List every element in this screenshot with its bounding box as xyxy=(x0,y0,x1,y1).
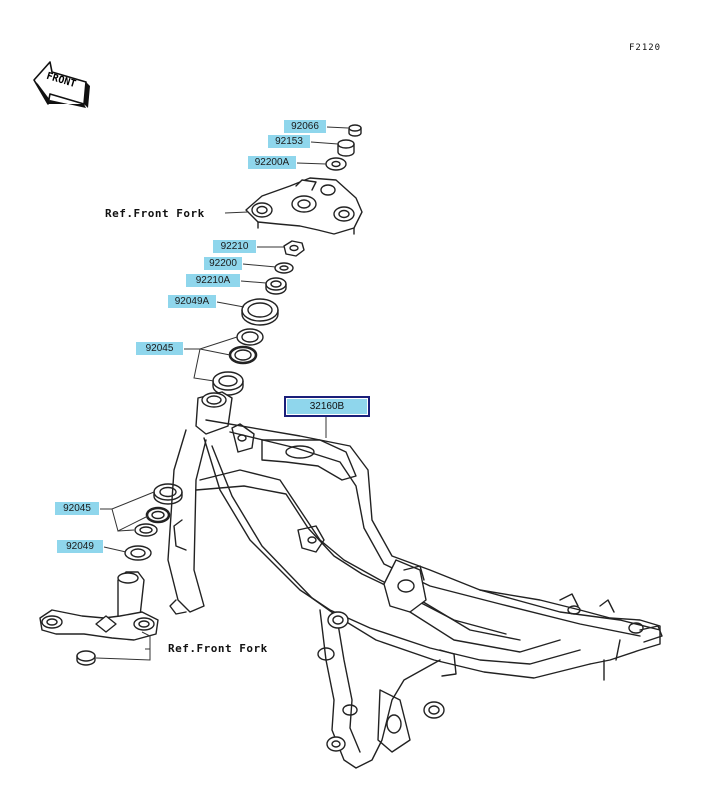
bearing-race-upper-icon xyxy=(236,328,264,346)
part-label-92210[interactable]: 92210 xyxy=(213,240,256,253)
leader-lines xyxy=(95,126,349,661)
part-label-92066[interactable]: 92066 xyxy=(284,120,326,133)
seal-92049-icon xyxy=(124,545,152,561)
nut-92066-icon xyxy=(348,124,362,137)
washer-92200a-icon xyxy=(325,157,347,171)
bearing-race-upper-2-icon xyxy=(212,371,244,396)
lower-triple-clamp-icon xyxy=(39,571,159,641)
main-frame-icon xyxy=(167,391,663,769)
washer-92200-icon xyxy=(274,262,294,274)
part-label-92210a[interactable]: 92210A xyxy=(186,274,240,287)
part-label-92045-upper[interactable]: 92045 xyxy=(136,342,183,355)
part-label-92049[interactable]: 92049 xyxy=(57,540,103,553)
part-label-92200a[interactable]: 92200A xyxy=(248,156,296,169)
front-arrow-icon xyxy=(33,61,90,108)
bearing-lower-icon xyxy=(145,506,171,524)
ref-front-fork-upper[interactable]: Ref.Front Fork xyxy=(105,207,205,220)
nut-92210a-icon xyxy=(265,277,287,295)
bearing-race-lower-icon xyxy=(153,483,183,505)
ref-front-fork-lower[interactable]: Ref.Front Fork xyxy=(168,642,268,655)
part-label-92045-lower[interactable]: 92045 xyxy=(55,502,99,515)
seal-92049a-icon xyxy=(241,298,279,326)
race-lower-icon xyxy=(134,523,158,537)
stem-bottom-icon xyxy=(76,650,96,666)
upper-triple-clamp-icon xyxy=(245,177,363,235)
nut-92153-icon xyxy=(337,139,355,157)
nut-92210-icon xyxy=(283,240,305,257)
bearing-upper-icon xyxy=(228,345,258,365)
part-label-32160b[interactable]: 32160B xyxy=(284,396,370,417)
diagram-code: F2120 xyxy=(629,43,662,53)
part-label-92153[interactable]: 92153 xyxy=(268,135,310,148)
part-label-92200[interactable]: 92200 xyxy=(204,257,242,270)
part-label-92049a[interactable]: 92049A xyxy=(168,295,216,308)
